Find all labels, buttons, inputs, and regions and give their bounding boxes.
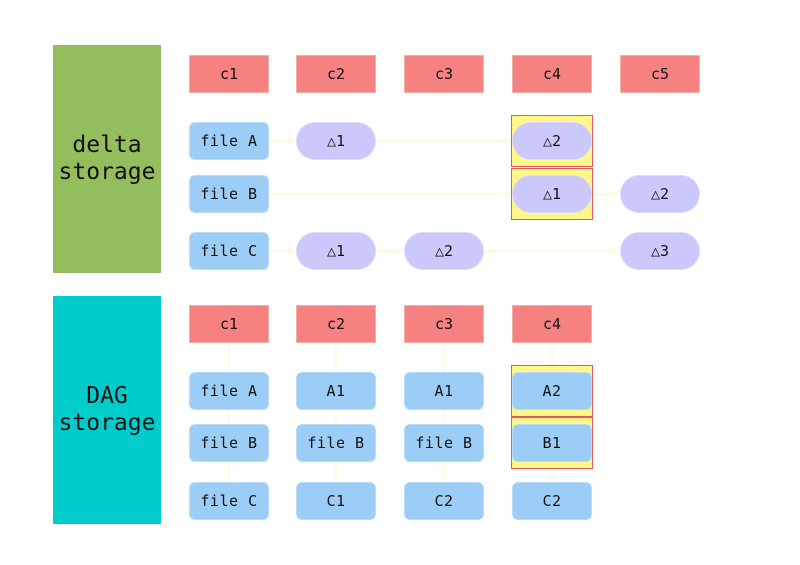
delta-storage-label-line-2: storage <box>58 159 156 185</box>
dag-file-box: file A <box>189 372 269 410</box>
delta-connector-arrow <box>395 247 402 255</box>
delta-node: △3 <box>620 232 700 270</box>
dag-object-box: C2 <box>404 482 484 520</box>
delta-file-box: file B <box>189 175 269 213</box>
dag-object-box: A2 <box>512 372 592 410</box>
delta-connector-arrow <box>287 137 294 145</box>
delta-node: △2 <box>404 232 484 270</box>
delta-node: △1 <box>296 122 376 160</box>
dag-object-box: file B <box>296 424 376 462</box>
dag-file-box: file C <box>189 482 269 520</box>
dag-object-box: B1 <box>512 424 592 462</box>
delta-commit-c3: c3 <box>404 55 484 93</box>
delta-connector-arrow <box>503 190 510 198</box>
delta-node: △1 <box>296 232 376 270</box>
delta-commit-c2: c2 <box>296 55 376 93</box>
delta-connector-arrow <box>611 247 618 255</box>
dag-commit-c4: c4 <box>512 305 592 343</box>
delta-commit-c4: c4 <box>512 55 592 93</box>
dag-file-box: file B <box>189 424 269 462</box>
delta-storage-label-line-1: delta <box>72 132 142 158</box>
dag-storage-panel: DAG storage <box>53 296 161 524</box>
dag-object-box: C1 <box>296 482 376 520</box>
dag-storage-label-line-2: storage <box>58 410 156 436</box>
delta-commit-c5: c5 <box>620 55 700 93</box>
delta-connector-arrow <box>611 190 618 198</box>
delta-node: △2 <box>512 122 592 160</box>
delta-node: △1 <box>512 175 592 213</box>
dag-commit-c3: c3 <box>404 305 484 343</box>
delta-file-box: file A <box>189 122 269 160</box>
delta-storage-panel: delta storage <box>53 45 161 273</box>
delta-file-box: file C <box>189 232 269 270</box>
dag-object-box: C2 <box>512 482 592 520</box>
delta-connector-arrow <box>287 247 294 255</box>
dag-object-box: A1 <box>296 372 376 410</box>
delta-connector-arrow <box>503 137 510 145</box>
delta-commit-c1: c1 <box>189 55 269 93</box>
delta-node: △2 <box>620 175 700 213</box>
dag-object-box: A1 <box>404 372 484 410</box>
dag-commit-c1: c1 <box>189 305 269 343</box>
dag-storage-label-line-1: DAG <box>86 383 128 409</box>
dag-commit-c2: c2 <box>296 305 376 343</box>
dag-object-box: file B <box>404 424 484 462</box>
